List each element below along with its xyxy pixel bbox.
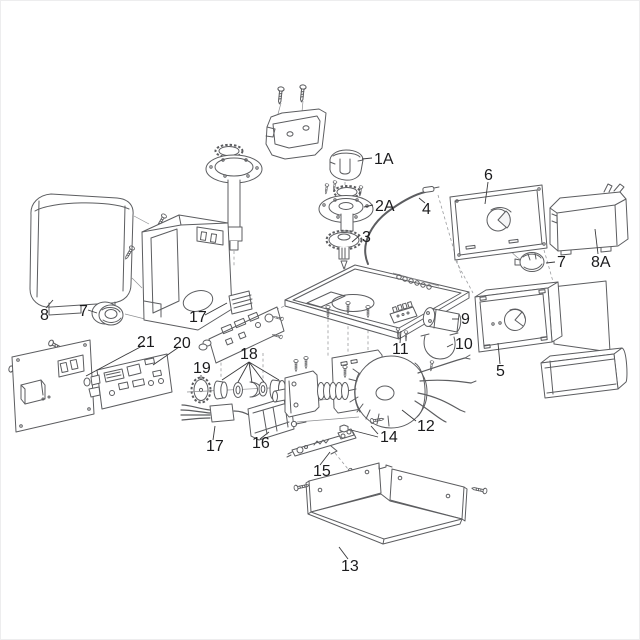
part-label-4: 4 [422,201,431,218]
drive-gear-and-shaft [325,229,363,270]
flange-shaft-assembly [205,143,263,251]
part-label-21: 21 [137,334,155,351]
part-label-18: 18 [240,346,258,363]
label-leader-line [319,451,331,466]
motor [272,349,477,429]
part-label-2A: 2A [375,198,395,215]
sprocket-flange-assembly [318,180,374,232]
label-leader-line [259,431,270,440]
end-cover-right [549,183,629,256]
part-label-9: 9 [461,311,470,328]
part-label-11: 11 [392,341,409,358]
label-leader-line [248,361,253,384]
lens-cover-box [540,347,628,399]
label-leader-line [401,409,417,422]
label-leader-line [399,330,402,344]
light-lens-panel [449,184,548,261]
label-leader-line [361,157,373,160]
part-label-19: 19 [193,360,211,377]
lens-button-left [91,301,124,326]
label-leader-line [85,344,145,377]
drive-coupling-disc [190,376,212,404]
part-label-14: 14 [380,429,398,446]
receiver-logic-board [83,353,173,410]
end-bracket [122,212,233,331]
label-leader-line [497,342,501,365]
part-label-8: 8 [40,307,49,324]
logic-board [198,290,285,364]
limit-switch-lever [286,428,357,458]
label-leader-line [152,346,180,366]
label-leader-line [484,181,489,205]
label-leader-line [446,343,454,348]
clamp-bracket [265,108,327,160]
chassis-channel [293,462,488,545]
part-label-7: 7 [79,303,88,320]
end-panel [7,338,95,433]
label-leader-line [594,228,599,255]
light-socket-box [474,280,611,353]
part-label-10: 10 [455,336,473,353]
label-leader-line [87,309,98,314]
label-leader-line [350,429,379,438]
label-leader-line [545,261,556,264]
label-leader-line [418,197,426,204]
part-label-7: 7 [557,254,566,271]
label-leader-line [248,361,280,381]
end-cover-left [29,193,134,316]
terminal-block [389,301,418,342]
label-leader-line [338,546,349,560]
wire-harness [180,403,250,423]
clamp-bracket-screws [275,84,307,105]
label-leader-line [363,204,374,208]
part-labels: 1A 2A3 4 5 6 7 8A 8 7 21 20 17 18 19 9 10 11 12 14 17 16 15 13 [40,151,611,575]
label-leader-line [370,425,379,435]
part-label-6: 6 [484,167,493,184]
part-label-12: 12 [417,418,435,435]
antenna-wire [364,185,440,265]
part-label-17: 17 [189,309,207,326]
label-leader-line [45,299,54,309]
part-label-16: 16 [252,435,270,452]
part-label-20: 20 [173,335,191,352]
part-label-5: 5 [496,363,505,380]
label-leader-line [248,361,265,383]
part-label-17: 17 [206,438,224,455]
capacitor-clamp [420,332,459,372]
main-chassis-plate [284,264,470,340]
part-label-13: 13 [341,558,359,575]
lens-button-right [514,252,545,272]
capacitor [422,307,462,333]
sprocket-cap [329,149,364,181]
label-leader-line [237,361,250,383]
part-label-3: 3 [362,229,371,246]
label-leader-line [221,361,250,381]
motor-wires [414,354,477,423]
label-leader-line [351,235,360,243]
label-leader-line [204,302,228,316]
fasteners [339,416,385,433]
label-leader-line [212,425,216,441]
part-label-15: 15 [313,463,331,480]
part-label-1A: 1A [374,151,394,168]
part-label-8A: 8A [591,254,611,271]
